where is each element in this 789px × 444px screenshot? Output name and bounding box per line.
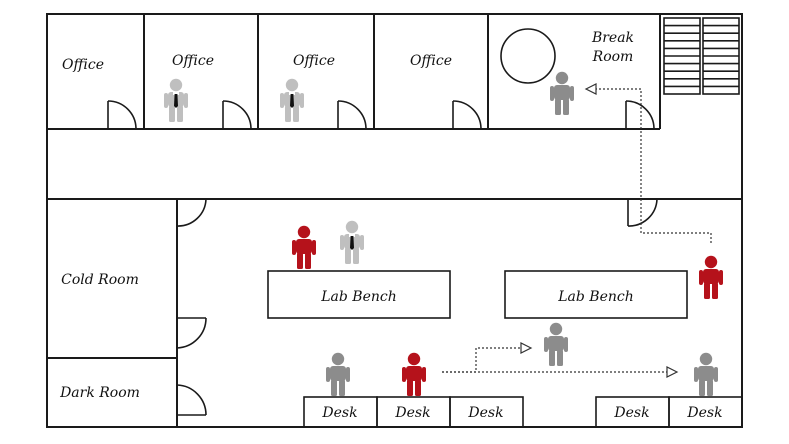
person-manager-at-bench-icon <box>340 220 364 264</box>
person-worker-at-desk-1-icon <box>326 352 350 396</box>
desk-5-label: Desk <box>686 405 722 421</box>
person-worker-right-bottom-icon <box>694 352 718 396</box>
person-highlighted-worker-at-bench-icon <box>292 225 316 269</box>
person-highlighted-worker-at-desk-2-icon <box>402 352 426 396</box>
break-room-label-line2: Room <box>592 49 634 65</box>
door-office-2 <box>222 100 252 130</box>
door-dark-room <box>176 384 207 416</box>
person-worker-in-break-room-icon <box>550 71 574 115</box>
lab-bench-right <box>504 270 688 319</box>
door-break-room <box>625 100 655 130</box>
path-to-break-room <box>584 83 712 243</box>
office-4-label: Office <box>410 53 452 69</box>
office-3-label: Office <box>293 53 335 69</box>
desk-1-label: Desk <box>321 405 357 421</box>
people-layer <box>164 71 723 396</box>
stairs-icon <box>663 17 740 95</box>
person-manager-in-office-2-icon <box>164 78 188 122</box>
door-office-4 <box>452 100 482 130</box>
desk-3 <box>449 396 524 428</box>
lab-bench-left <box>267 270 451 319</box>
desk-2-label: Desk <box>394 405 430 421</box>
door-lab-top-left <box>176 198 207 227</box>
desk-5 <box>668 396 743 428</box>
desk-4-label: Desk <box>613 405 649 421</box>
person-highlighted-worker-right-icon <box>699 255 723 299</box>
door-office-1 <box>107 100 137 130</box>
person-manager-in-office-3-icon <box>280 78 304 122</box>
path-desk-to-right <box>442 366 679 378</box>
break-room-label-line1: Break <box>591 30 634 46</box>
office-2-label: Office <box>172 53 214 69</box>
person-worker-middle-icon <box>544 322 568 366</box>
round-table <box>500 28 556 84</box>
door-cold-room <box>176 317 207 349</box>
path-desk-to-bench <box>442 342 533 373</box>
outer-wall <box>46 13 743 428</box>
lab-bench-left-label: Lab Bench <box>320 289 397 305</box>
desk-3-label: Desk <box>467 405 503 421</box>
lab-bench-right-label: Lab Bench <box>557 289 634 305</box>
cold-room-label: Cold Room <box>61 272 139 288</box>
dark-room-label: Dark Room <box>59 385 140 401</box>
office-1-label: Office <box>62 57 104 73</box>
door-lab-top-right <box>627 198 658 227</box>
door-office-3 <box>337 100 367 130</box>
